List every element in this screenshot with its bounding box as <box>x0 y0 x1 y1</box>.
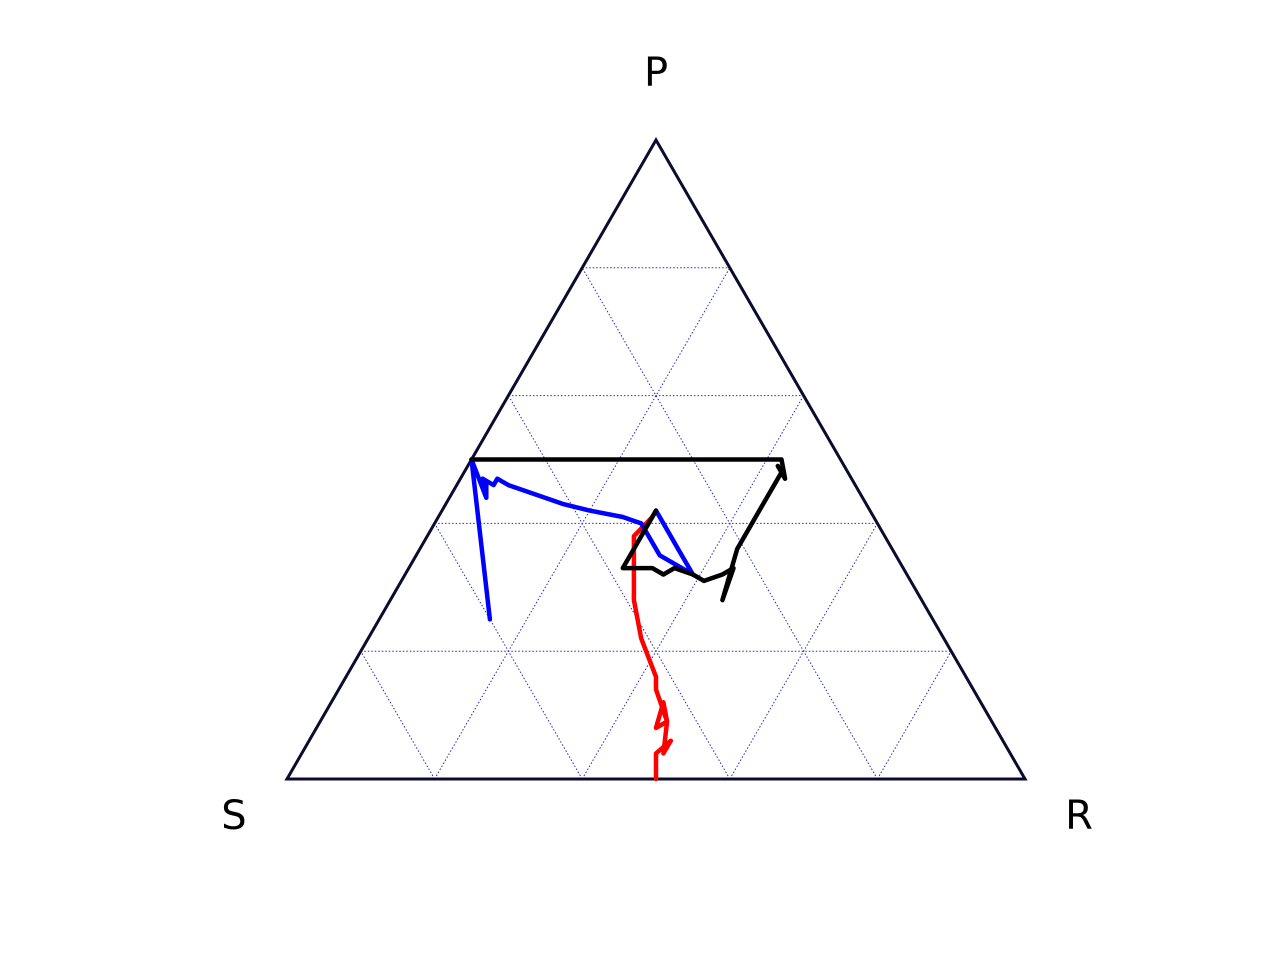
series-layer <box>469 457 788 782</box>
grid-line <box>507 395 731 780</box>
grid-line <box>581 395 805 780</box>
vertex-label-right: R <box>1065 793 1093 839</box>
grid-line <box>729 523 878 780</box>
grid-layer <box>360 267 952 780</box>
series-line-blue <box>469 457 696 622</box>
vertex-label-top: P <box>644 50 668 96</box>
grid-line <box>876 650 952 780</box>
grid-line <box>360 650 436 780</box>
series-line-black <box>469 457 788 603</box>
grid-line <box>434 523 583 780</box>
vertex-label-left: S <box>221 793 246 839</box>
